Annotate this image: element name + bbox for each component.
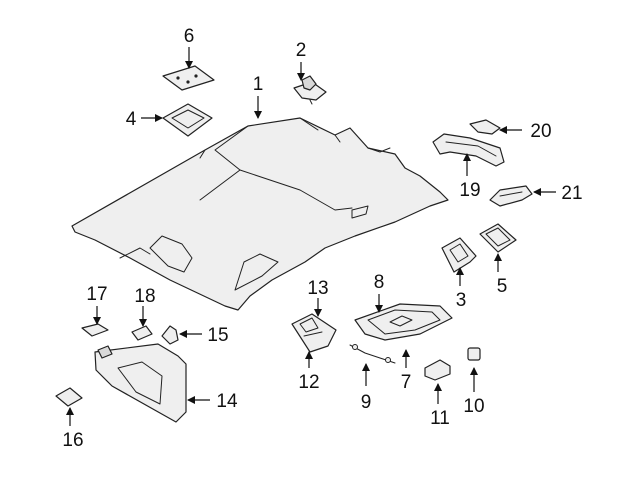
callout-16: 16 xyxy=(62,430,83,451)
bushing-part-18 xyxy=(131,325,153,341)
pad-part-16 xyxy=(55,387,83,407)
callout-3: 3 xyxy=(456,290,467,311)
handle-part-21 xyxy=(489,185,533,207)
gasket-part-4 xyxy=(162,103,213,137)
bulb-part-10 xyxy=(467,347,481,361)
bracket-part-3 xyxy=(441,237,477,273)
callout-labels: 1 2 3 4 5 6 7 8 9 10 11 12 13 14 15 16 1… xyxy=(62,26,582,451)
sun-visor-part-14 xyxy=(94,343,187,423)
callout-13: 13 xyxy=(307,278,328,299)
grab-handle-part-19 xyxy=(432,133,505,167)
callout-8: 8 xyxy=(374,272,385,293)
clip-part-17 xyxy=(81,323,109,337)
wiring-part-9 xyxy=(349,344,396,364)
callout-7: 7 xyxy=(401,372,412,393)
callout-15: 15 xyxy=(207,325,228,346)
callout-9: 9 xyxy=(361,392,372,413)
hook-part-15 xyxy=(161,325,179,345)
map-lamp-part-12-13 xyxy=(291,313,337,353)
clip-part-2 xyxy=(293,75,327,105)
callout-17: 17 xyxy=(86,284,107,305)
callout-5: 5 xyxy=(497,276,508,297)
lamp-part-5 xyxy=(479,223,517,253)
callout-2: 2 xyxy=(296,40,307,61)
clip-part-20 xyxy=(469,119,501,135)
callout-20: 20 xyxy=(530,121,551,142)
cover-part-6 xyxy=(162,65,215,91)
module-part-11 xyxy=(424,359,451,381)
callout-6: 6 xyxy=(184,26,195,47)
callout-21: 21 xyxy=(561,183,582,204)
leader-lines xyxy=(66,47,556,426)
callout-19: 19 xyxy=(459,180,480,201)
callout-1: 1 xyxy=(253,74,264,95)
headliner-part xyxy=(71,117,449,311)
callout-18: 18 xyxy=(134,286,155,307)
console-part-7-8 xyxy=(354,303,453,341)
callout-12: 12 xyxy=(298,372,319,393)
callout-4: 4 xyxy=(126,109,137,130)
callout-11: 11 xyxy=(430,408,450,429)
callout-10: 10 xyxy=(463,396,484,417)
callout-14: 14 xyxy=(216,391,238,412)
